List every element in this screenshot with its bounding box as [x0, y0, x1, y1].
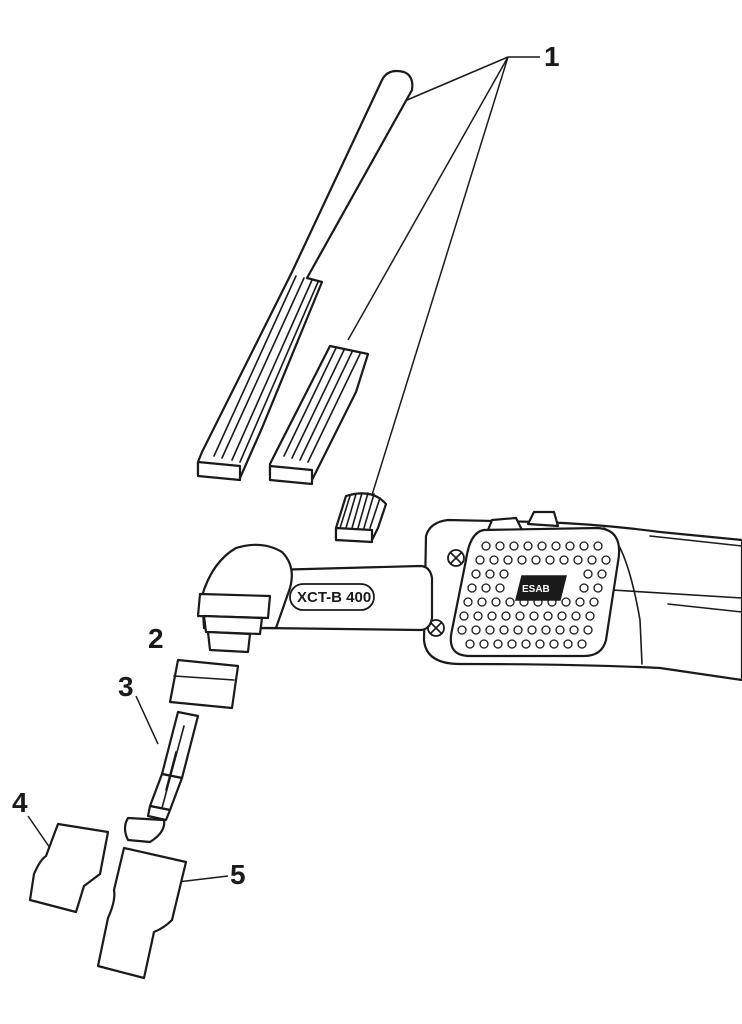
callout-4: 4: [12, 787, 28, 818]
callout-1: 1: [544, 41, 560, 72]
torch-body: ESAB XCT-B 400: [196, 510, 742, 682]
screw-top-icon: [447, 549, 465, 567]
part-5-large-nozzle: [96, 846, 188, 980]
short-back-cap: [334, 492, 388, 544]
callout-2: 2: [148, 623, 164, 654]
model-label: XCT-B 400: [289, 583, 375, 611]
long-back-cap: [196, 69, 414, 482]
part-2-gasket: [168, 658, 240, 710]
grip-dots: [457, 541, 611, 649]
callout-1-leaders: [347, 56, 540, 496]
callout-5: 5: [230, 859, 246, 890]
part-4-small-nozzle: [28, 822, 110, 914]
callout-3-leader: [135, 695, 159, 745]
callout-4-leader: [27, 815, 51, 849]
callout-3: 3: [118, 671, 134, 702]
svg-text:ESAB: ESAB: [522, 584, 550, 595]
part-3-collet: [123, 710, 200, 844]
medium-back-cap: [268, 344, 370, 486]
esab-logo: ESAB: [515, 575, 567, 601]
svg-text:XCT-B 400: XCT-B 400: [297, 589, 371, 606]
